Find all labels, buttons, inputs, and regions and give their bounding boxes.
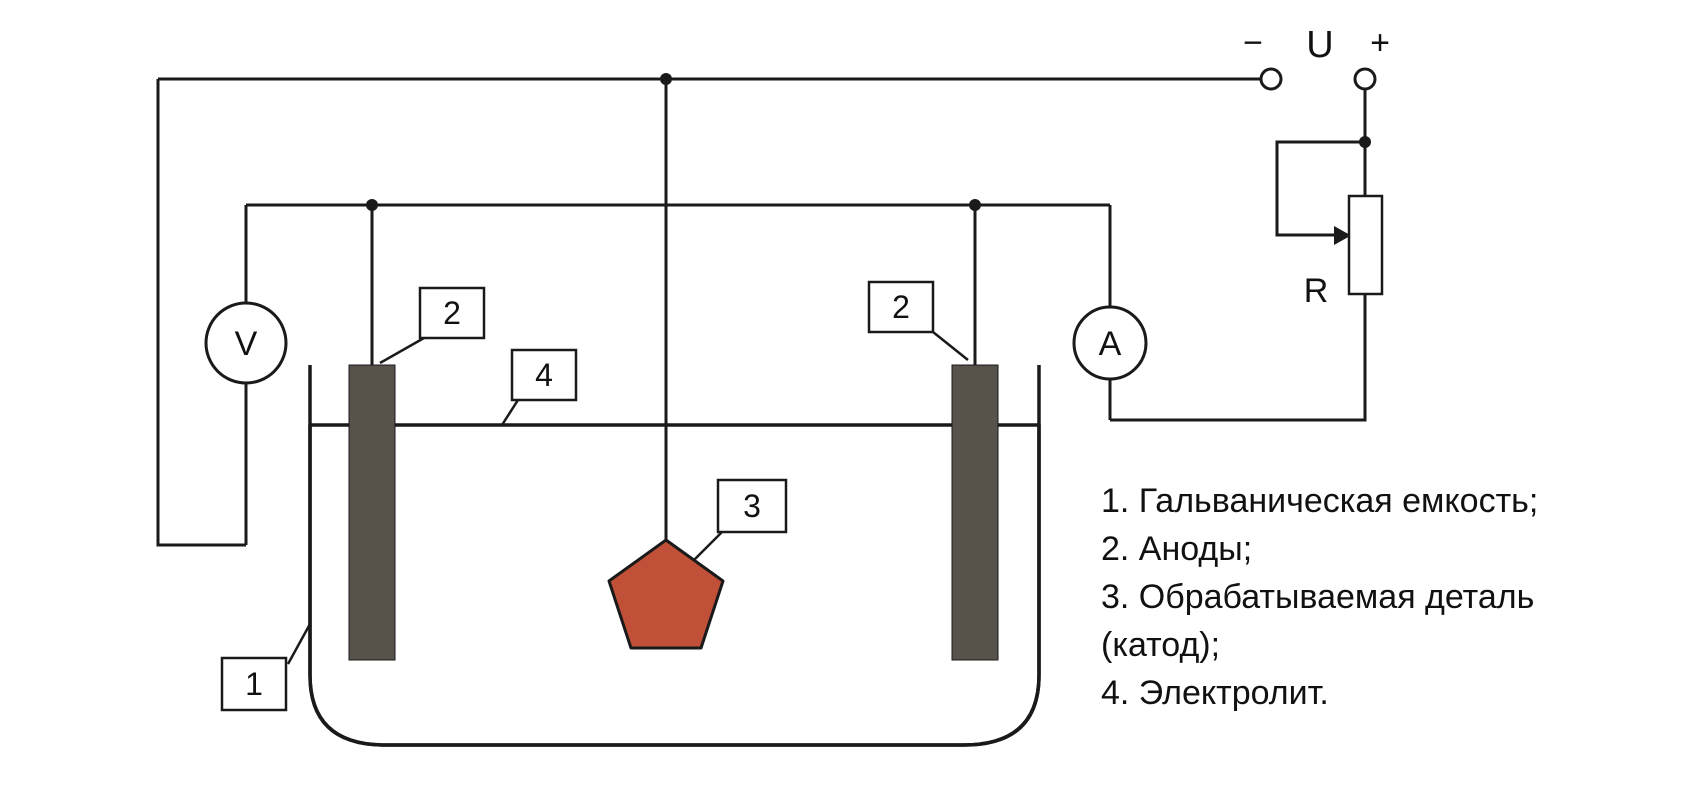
callout-num-anode-left: 2 (443, 295, 461, 331)
plus-label: + (1370, 24, 1390, 62)
callout-box-electrolyte (510, 348, 578, 402)
leader-anode-right (932, 331, 969, 361)
ammeter-to-rheostat-wire (1110, 294, 1367, 422)
legend-item-4: 4. Электролит. (1101, 674, 1329, 712)
minus-label: − (1243, 24, 1263, 62)
workpiece-cathode (607, 538, 725, 650)
callout-box-anode-right (867, 280, 935, 334)
callout-box-anode-left (418, 286, 486, 340)
junction-dot (1359, 136, 1371, 148)
rheostat-body (1347, 194, 1384, 296)
voltmeter (204, 301, 288, 385)
callout-num-electrolyte: 4 (535, 357, 553, 393)
junction-dot (660, 73, 672, 85)
legend: 1. Гальваническая емкость; 2. Аноды; 3. … (1101, 482, 1538, 712)
rheostat-label: R (1304, 272, 1329, 310)
left-return-wire (156, 79, 246, 547)
terminal-minus (1259, 67, 1283, 91)
anode-left (348, 364, 396, 661)
leader-tank (286, 623, 312, 665)
callout-num-part: 3 (743, 488, 761, 524)
legend-item-3b: (катод); (1101, 626, 1220, 664)
callout-num-tank: 1 (245, 666, 263, 702)
leader-anode-left (379, 336, 425, 365)
legend-item-2: 2. Аноды; (1101, 530, 1252, 568)
junction-dot (969, 199, 981, 211)
rheostat-wiper-wire (1275, 140, 1365, 237)
callout-num-anode-right: 2 (892, 289, 910, 325)
supply-voltage-label: U (1306, 24, 1333, 66)
anode-right (951, 364, 999, 661)
voltmeter-label: V (235, 325, 258, 363)
junction-dot (366, 199, 378, 211)
tank-outline (308, 365, 1041, 747)
legend-item-3: 3. Обрабатываемая деталь (1101, 578, 1534, 616)
legend-item-1: 1. Гальваническая емкость; (1101, 482, 1538, 520)
leader-electrolyte (500, 399, 520, 426)
callout-box-tank (220, 656, 288, 712)
ammeter (1072, 305, 1148, 381)
callout-box-part (716, 478, 788, 534)
terminal-plus (1353, 67, 1377, 91)
leader-part (693, 531, 723, 561)
wiper-arrow-icon (1334, 226, 1351, 245)
ammeter-label: A (1099, 325, 1122, 363)
